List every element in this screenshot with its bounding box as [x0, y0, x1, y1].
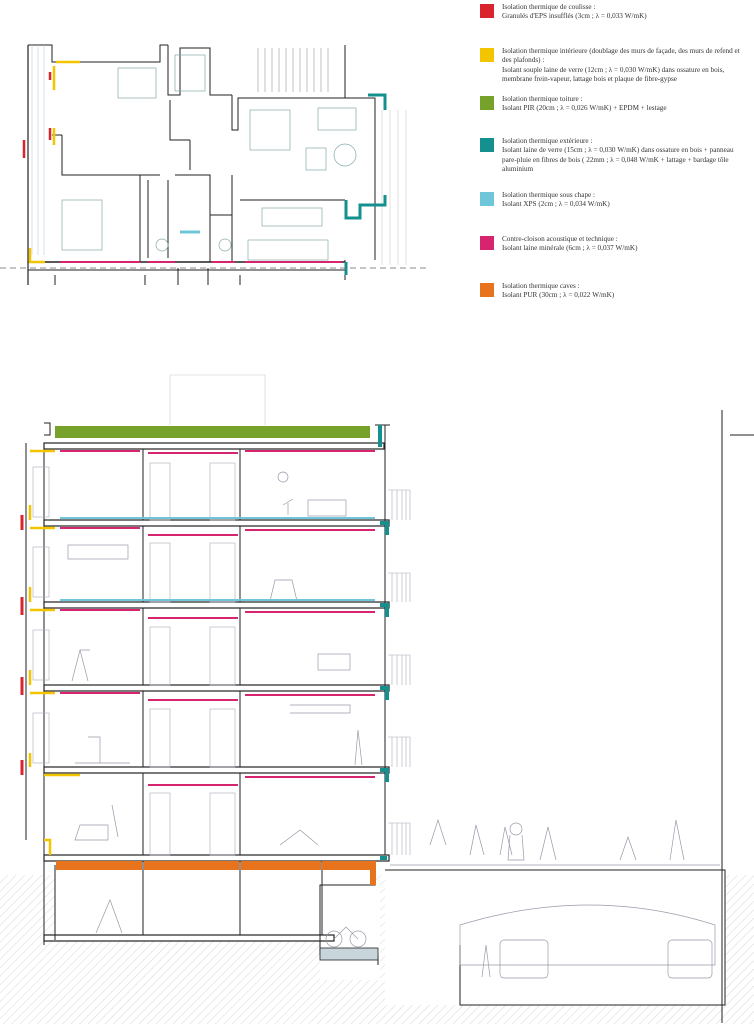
- legend-desc-caves: Isolant PUR (30cm ; λ = 0,022 W/mK): [502, 291, 615, 300]
- legend-swatch-toiture: [480, 96, 494, 110]
- legend-desc-exterieure: Isolant laine de verre (15cm ; λ = 0,030…: [502, 146, 734, 174]
- legend-desc-acoustique: Isolant laine minérale (6cm ; λ = 0,037 …: [502, 244, 638, 253]
- legend-title-exterieure: Isolation thermique extérieure :: [502, 137, 593, 145]
- legend-swatch-interieure: [480, 48, 494, 62]
- legend-title-chape: Isolation thermique sous chape :: [502, 191, 596, 199]
- legend-swatch-acoustique: [480, 236, 494, 250]
- legend-title-interieure: Isolation thermique intérieure (doublage…: [502, 47, 740, 65]
- legend-desc-interieure: Isolant souple laine de verre (12cm ; λ …: [502, 65, 725, 84]
- legend-desc-toiture: Isolant PIR (20cm ; λ = 0,026 W/mK) + EP…: [502, 104, 667, 113]
- legend-swatch-coulisse: [480, 4, 494, 18]
- legend-desc-chape: Isolant XPS (2cm ; λ = 0,034 W/mK): [502, 200, 610, 209]
- legend-swatch-caves: [480, 283, 494, 297]
- legend-title-coulisse: Isolation thermique de coulisse :: [502, 3, 596, 11]
- legend-swatch-exterieure: [480, 138, 494, 152]
- floor-plan-drawing: [0, 44, 430, 285]
- legend-title-toiture: Isolation thermique toiture :: [502, 95, 583, 103]
- legend-title-caves: Isolation thermique caves :: [502, 282, 580, 290]
- legend-swatch-chape: [480, 192, 494, 206]
- legend-desc-coulisse: Granulés d'EPS insufflés (3cm ; λ = 0,03…: [502, 12, 647, 21]
- building-section-drawing: [0, 374, 754, 1024]
- legend-title-acoustique: Contre-cloison acoustique et technique :: [502, 235, 618, 243]
